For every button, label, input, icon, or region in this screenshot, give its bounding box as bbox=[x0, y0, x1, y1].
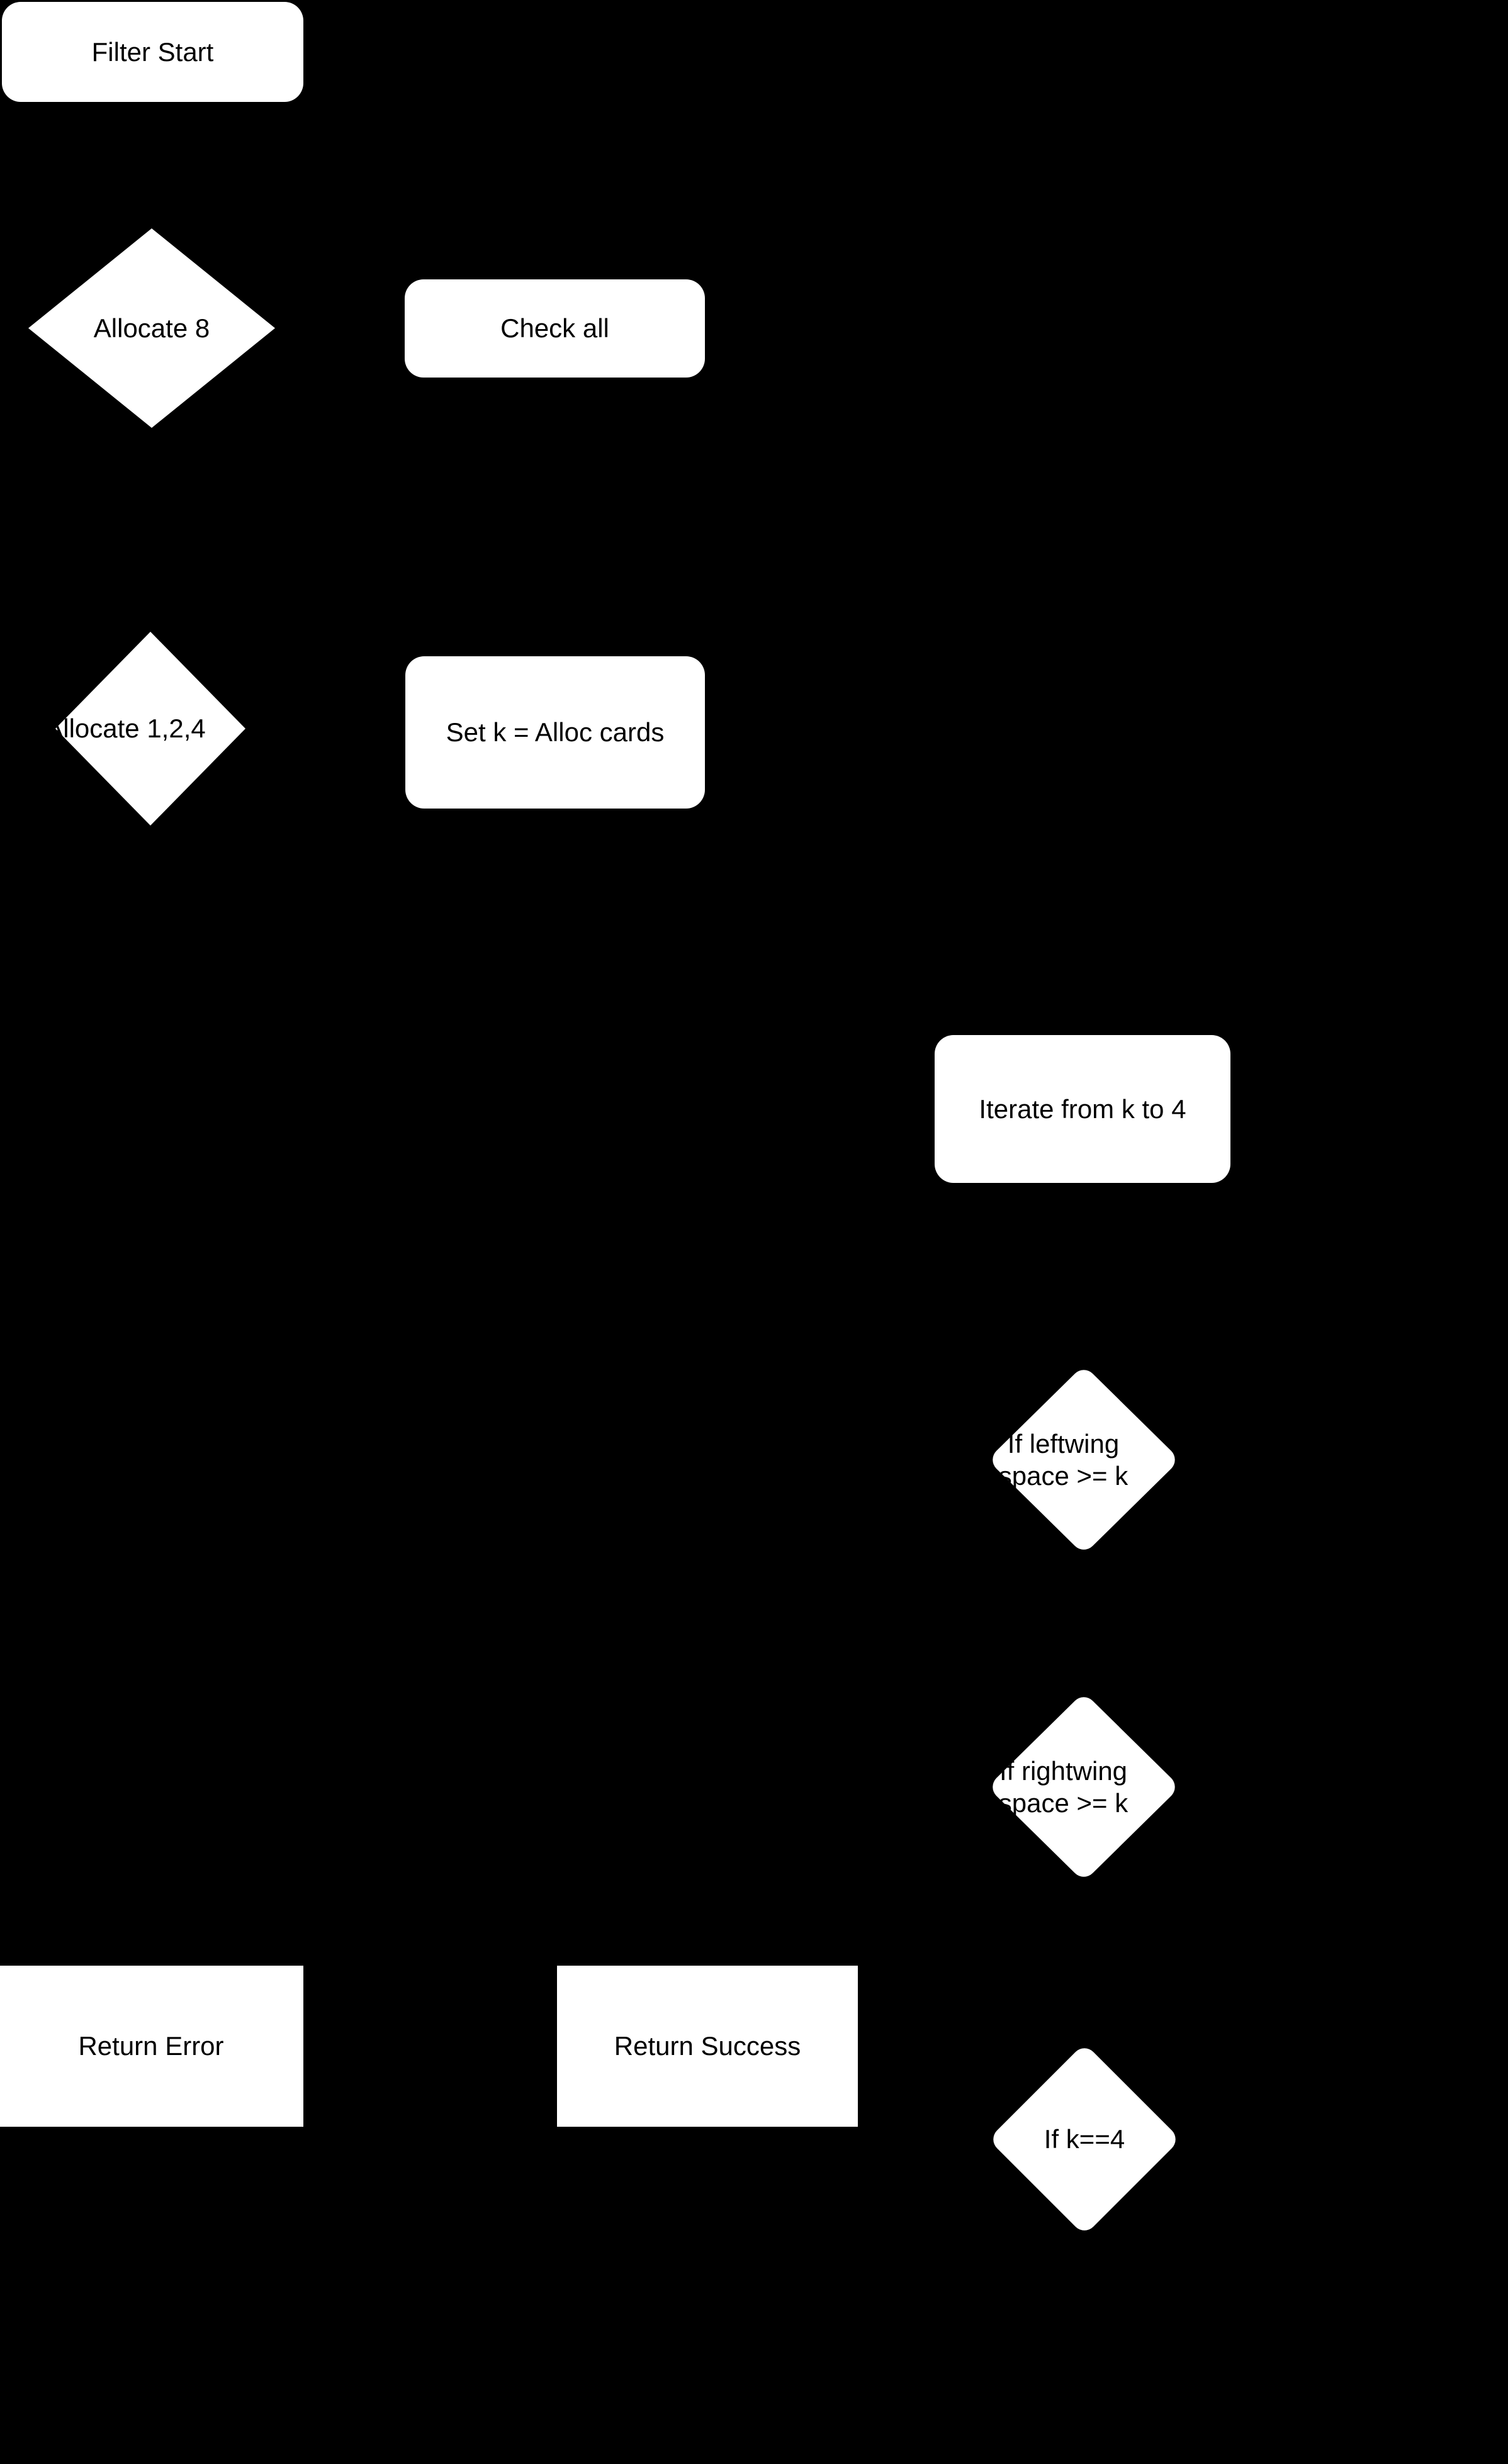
node-label-return-error: Return Error bbox=[78, 2031, 224, 2061]
diamond-shape-if-leftwing-space bbox=[993, 1370, 1175, 1550]
node-set-k[interactable]: Set k = Alloc cards bbox=[405, 656, 705, 809]
diamond-shape-if-k-equals-4 bbox=[993, 2048, 1176, 2231]
diamond-shape-if-rightwing-space bbox=[993, 1697, 1175, 1877]
node-label-return-success: Return Success bbox=[614, 2031, 801, 2061]
node-if-leftwing-space[interactable]: If leftwing space >= k bbox=[993, 1370, 1175, 1550]
node-allocate-8[interactable]: Allocate 8 bbox=[28, 228, 275, 428]
node-label-if-k-equals-4: If k==4 bbox=[1044, 2124, 1125, 2154]
node-return-success[interactable]: Return Success bbox=[557, 1966, 858, 2127]
node-label-iterate-k-to-4: Iterate from k to 4 bbox=[979, 1094, 1186, 1124]
node-label-if-rightwing-space: If rightwing space >= k bbox=[998, 1756, 1128, 1818]
node-iterate-k-to-4[interactable]: Iterate from k to 4 bbox=[935, 1035, 1230, 1183]
node-label-if-leftwing-space: If leftwing space >= k bbox=[998, 1428, 1128, 1491]
node-if-k-equals-4[interactable]: If k==4 bbox=[993, 2048, 1176, 2231]
node-label-set-k: Set k = Alloc cards bbox=[446, 717, 665, 748]
node-label-allocate-1-2-4: Allocate 1,2,4 bbox=[45, 714, 206, 744]
node-check-all[interactable]: Check all bbox=[405, 279, 705, 378]
node-label-filter-start: Filter Start bbox=[91, 36, 214, 67]
node-filter-start[interactable]: Filter Start bbox=[2, 2, 303, 102]
node-label-check-all: Check all bbox=[500, 313, 609, 344]
node-if-rightwing-space[interactable]: If rightwing space >= k bbox=[993, 1697, 1175, 1877]
node-return-error[interactable]: Return Error bbox=[0, 1966, 303, 2127]
node-allocate-1-2-4[interactable]: Allocate 1,2,4 bbox=[45, 632, 245, 826]
node-label-allocate-8: Allocate 8 bbox=[93, 313, 210, 343]
